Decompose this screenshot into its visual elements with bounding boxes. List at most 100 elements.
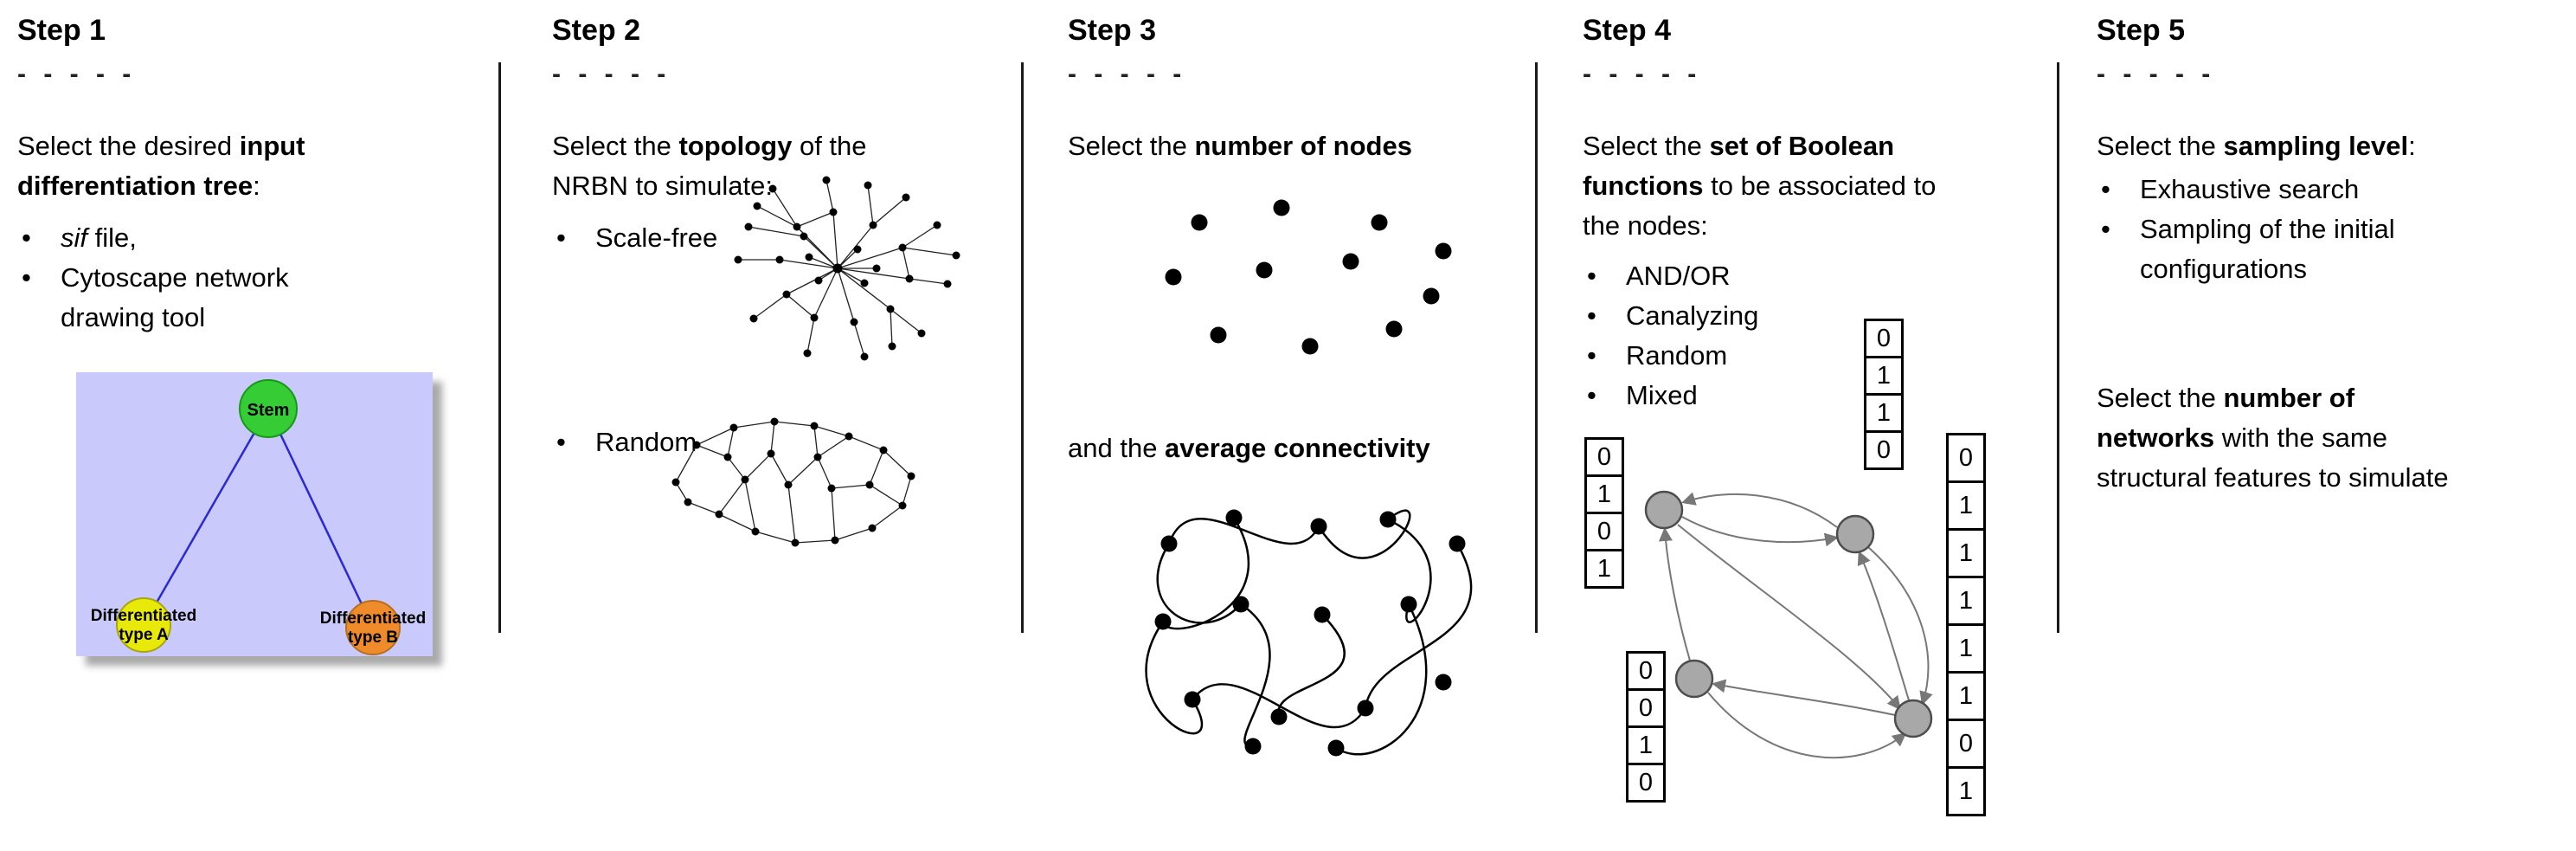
bullet-random-functions: • Random	[1587, 340, 1728, 371]
bullet-mixed: • Mixed	[1587, 380, 1698, 410]
random-edges	[675, 421, 912, 544]
connectivity-nodes	[1154, 509, 1466, 757]
sif-rest: file,	[87, 222, 137, 253]
bullet-sampling: • Sampling of the initial configurations	[2101, 214, 2395, 284]
bullet-random: • Random	[552, 422, 812, 462]
step-3-second-text: and the average connectivity	[1068, 433, 1430, 463]
truth-table-cell: 0	[1946, 433, 1986, 483]
gene-node	[1835, 514, 1875, 554]
truth-table-cell: 1	[1946, 528, 1986, 578]
step-5-dashes: - - - - -	[2097, 60, 2216, 88]
truth-table-cell: 1	[1864, 356, 1904, 396]
step-2-intro: Select the topology of the NRBN to simul…	[552, 131, 867, 201]
random-network-illustration	[671, 417, 915, 547]
bullet-text: Cytoscape network drawing tool	[61, 262, 289, 332]
step-5-title: Step 5	[2097, 14, 2186, 47]
step-3-title: Step 3	[1068, 14, 1157, 47]
differentiation-tree-svg: Stem Differentiated type A Differentiate…	[91, 379, 426, 655]
nodes-dots-illustration	[1165, 199, 1452, 355]
boolean-network-illustration	[1644, 490, 1933, 759]
stem-label: Stem	[247, 401, 290, 420]
bullet-scale-free: • Scale-free	[552, 218, 812, 258]
truth-table-cell: 1	[1946, 766, 1986, 816]
truth-table-cell: 1	[1864, 393, 1904, 433]
sif-italic: sif	[61, 222, 87, 253]
column-divider-3	[1535, 62, 1538, 633]
truth-table-cell: 1	[1584, 474, 1624, 514]
bullet-cytoscape: • Cytoscape network drawing tool	[17, 258, 433, 338]
step-5-second-text: Select the number of networks with the s…	[2097, 383, 2449, 493]
step-1-title: Step 1	[17, 14, 106, 47]
bullet-glyph: •	[556, 222, 566, 253]
truth-table-cell: 0	[1864, 319, 1904, 358]
boolean-network-nodes	[1644, 490, 1933, 738]
truth-table-cell: 0	[1584, 437, 1624, 477]
step-3-dashes: - - - - -	[1068, 60, 1187, 88]
bullet-canalyzing: • Canalyzing	[1587, 300, 1759, 331]
tree-edges	[142, 408, 375, 629]
type-b-label-line1: Differentiated	[320, 609, 426, 628]
step-1-panel: Step 1 - - - - - Select the desired inpu…	[17, 0, 491, 851]
step-5-intro: Select the sampling level:	[2097, 131, 2416, 161]
truth-table-cell: 1	[1946, 576, 1986, 626]
truth-table-right: 0 1 1 1 1 1 0 1	[1946, 433, 1986, 816]
type-b-node	[345, 600, 401, 655]
gene-node	[1893, 699, 1933, 738]
connectivity-curves	[1145, 509, 1473, 756]
type-a-node	[116, 597, 171, 653]
truth-table-cell: 0	[1626, 688, 1666, 728]
truth-table-left: 0 1 0 1	[1584, 437, 1624, 589]
connectivity-network-illustration	[1145, 509, 1473, 757]
step-2-dashes: - - - - -	[552, 60, 671, 88]
type-a-label-line2: type A	[119, 626, 169, 644]
truth-table-cell: 0	[1626, 651, 1666, 691]
bullet-text: sif file,	[61, 218, 433, 258]
step-4-bullet-list: • AND/OR • Canalyzing • Random • Mixed	[1583, 256, 1860, 416]
stem-node	[239, 379, 298, 438]
gene-node	[1674, 659, 1714, 699]
bullet-exhaustive-search: • Exhaustive search	[2101, 174, 2360, 204]
step-1-intro: Select the desired input differentiation…	[17, 126, 424, 206]
column-divider-4	[2057, 62, 2059, 633]
intro-text: :	[253, 171, 260, 201]
step-5-panel: Step 5 - - - - - Select the sampling lev…	[2097, 0, 2576, 851]
step-2-panel: Step 2 - - - - - Select the topology of …	[552, 0, 1019, 851]
step-4-dashes: - - - - -	[1583, 60, 1702, 88]
truth-table-bottom-left: 0 0 1 0	[1626, 651, 1666, 803]
gene-node	[1644, 490, 1684, 530]
column-divider-2	[1021, 62, 1024, 633]
step-4-panel: Step 4 - - - - - Select the set of Boole…	[1583, 0, 2067, 851]
intro-bold: input	[239, 131, 305, 161]
column-divider-1	[498, 62, 501, 633]
truth-table-cell: 1	[1946, 623, 1986, 674]
truth-table-cell: 0	[1946, 719, 1986, 769]
truth-table-cell: 1	[1946, 480, 1986, 531]
step-2-title: Step 2	[552, 14, 641, 47]
step-5-bullet-list: • Exhaustive search • Sampling of the in…	[2097, 170, 2564, 289]
step-1-bullet-list: • sif file, • Cytoscape network drawing …	[17, 218, 433, 338]
bullet-and-or: • AND/OR	[1587, 261, 1731, 291]
intro-bold: differentiation tree	[17, 171, 254, 201]
truth-table-top: 0 1 1 0	[1864, 319, 1904, 470]
type-b-label-line2: type B	[348, 629, 398, 647]
bullet-sif-file: • sif file,	[17, 218, 433, 258]
intro-text: Select the desired	[17, 131, 240, 161]
bullet-glyph: •	[556, 427, 566, 457]
truth-table-cell: 1	[1584, 549, 1624, 589]
differentiation-tree-image: Stem Differentiated type A Differentiate…	[76, 372, 433, 656]
dots	[1165, 199, 1452, 355]
scale-free-nodes	[734, 176, 960, 361]
step-4-intro: Select the set of Boolean functions to b…	[1583, 131, 1937, 241]
truth-table-cell: 1	[1946, 671, 1986, 721]
step-4-title: Step 4	[1583, 14, 1672, 47]
step-3-panel: Step 3 - - - - - Select the number of no…	[1068, 0, 1539, 851]
truth-table-cell: 0	[1864, 430, 1904, 470]
bullet-glyph: •	[22, 262, 31, 293]
truth-table-cell: 1	[1626, 725, 1666, 765]
step-3-intro: Select the number of nodes	[1068, 131, 1412, 161]
truth-table-cell: 0	[1584, 512, 1624, 551]
truth-table-cell: 0	[1626, 763, 1666, 803]
type-a-label-line1: Differentiated	[91, 607, 196, 625]
scale-free-network-illustration	[734, 176, 960, 361]
